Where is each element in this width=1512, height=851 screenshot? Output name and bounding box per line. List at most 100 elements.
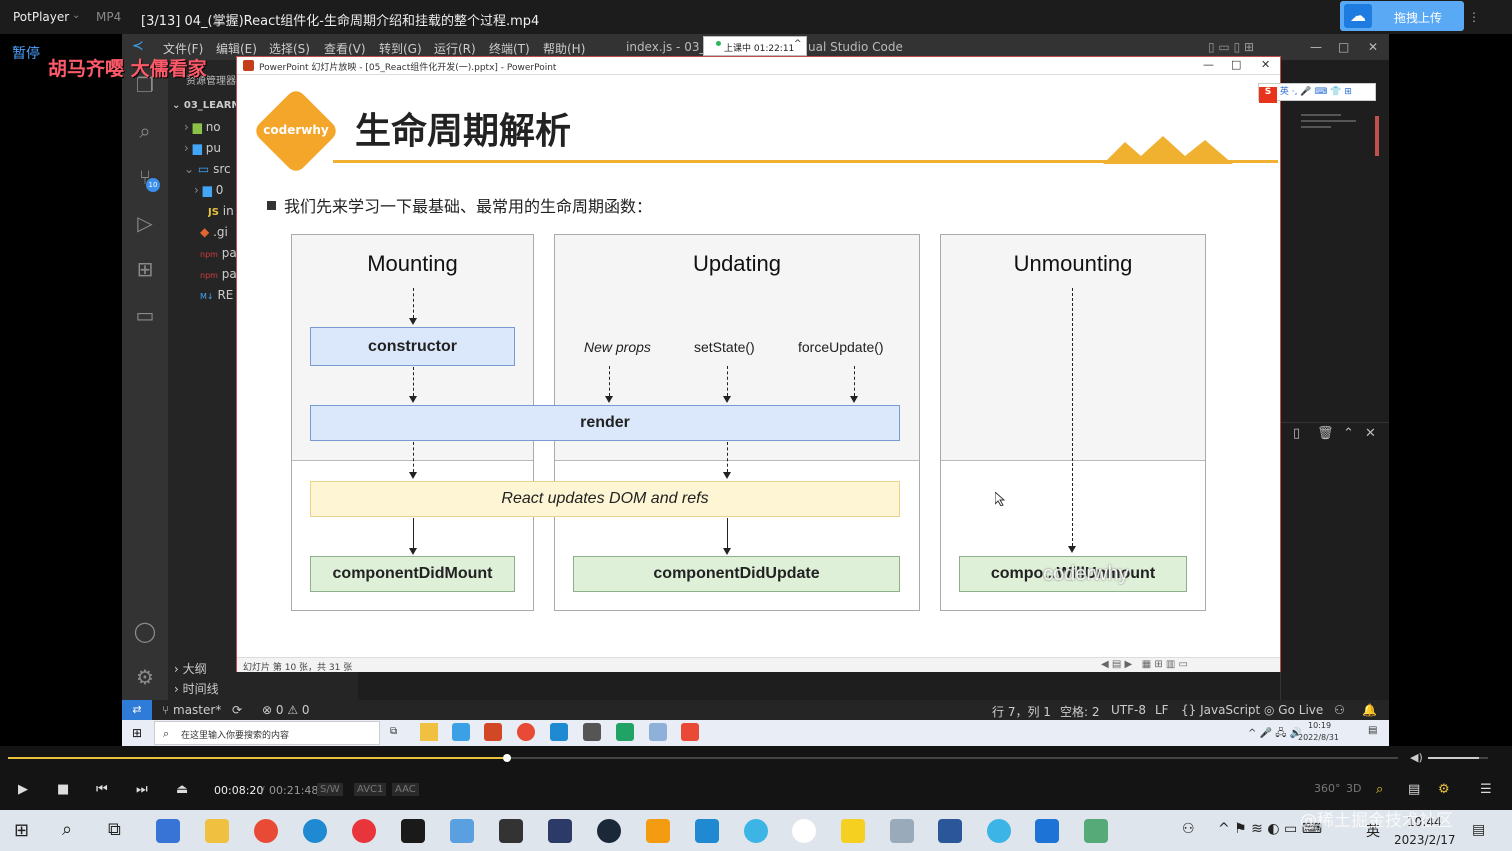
devcpp-app-icon[interactable] xyxy=(548,819,572,843)
menu-help[interactable]: 帮助(H) xyxy=(543,42,586,56)
app-icon[interactable] xyxy=(681,723,699,741)
tray-icons[interactable]: ^ ⚑ ≋ ◐ ▭ ⌨ xyxy=(1218,821,1322,837)
sync-icon[interactable]: ⟳ xyxy=(232,703,243,717)
problems-status[interactable]: ⊗ 0 ⚠ 0 xyxy=(262,703,310,717)
more-icon[interactable]: ⋮ xyxy=(1468,10,1480,24)
people-icon[interactable]: ⚇ xyxy=(1182,821,1195,837)
tree-item[interactable]: › ▆ pu xyxy=(184,141,221,155)
app-icon[interactable] xyxy=(452,723,470,741)
ime-toolbar[interactable]: S 英 ·, 🎤 ⌨ 👕 ⊞ xyxy=(1258,83,1376,103)
stop-icon[interactable]: ■ xyxy=(57,782,70,797)
app-icon[interactable] xyxy=(499,819,523,843)
golive-status[interactable]: ◎ Go Live xyxy=(1264,703,1324,717)
menu-edit[interactable]: 编辑(E) xyxy=(216,42,257,56)
360-icon[interactable]: 360° xyxy=(1314,782,1341,795)
store-app-icon[interactable] xyxy=(156,819,180,843)
remote-icon[interactable]: ⇄ xyxy=(122,700,152,720)
zoom-search-icon[interactable]: ⌕ xyxy=(1376,782,1384,797)
account-icon[interactable]: ◯ xyxy=(133,619,157,643)
sublime-app-icon[interactable] xyxy=(646,819,670,843)
minimap[interactable] xyxy=(1301,110,1371,160)
app-icon[interactable] xyxy=(890,819,914,843)
badge-sw[interactable]: S/W xyxy=(317,783,343,796)
app-icon[interactable] xyxy=(841,819,865,843)
seek-track[interactable] xyxy=(8,757,1398,759)
tree-item[interactable]: M↓ RE xyxy=(200,288,234,302)
next-icon[interactable]: ⏭ xyxy=(136,782,148,797)
menu-run[interactable]: 运行(R) xyxy=(434,42,476,56)
eol-status[interactable]: LF xyxy=(1155,703,1169,717)
settings-gear-icon[interactable]: ⚙ xyxy=(136,665,154,689)
tree-item[interactable]: npm pa xyxy=(200,246,237,260)
upload-button[interactable]: ☁ 拖拽上传 xyxy=(1340,1,1464,31)
menu-view[interactable]: 查看(V) xyxy=(324,42,366,56)
seek-bar[interactable]: ◀) xyxy=(0,746,1512,770)
3d-icon[interactable]: 3D xyxy=(1346,782,1362,795)
playlist-icon[interactable]: ▤ xyxy=(1408,782,1421,797)
pycharm-app-icon[interactable] xyxy=(401,819,425,843)
vscode-app-icon[interactable] xyxy=(550,723,568,741)
app-icon[interactable] xyxy=(450,819,474,843)
file-explorer-icon[interactable] xyxy=(205,819,229,843)
minimize-icon[interactable]: — xyxy=(1310,40,1322,54)
chrome-app-icon[interactable] xyxy=(254,819,278,843)
notification-icon[interactable]: ▤ xyxy=(1368,725,1378,736)
outline-section[interactable]: › 大纲 xyxy=(174,662,207,676)
tree-item[interactable]: JS in xyxy=(208,204,234,218)
extensions-icon[interactable]: ⊞ xyxy=(136,257,154,281)
cursor-position[interactable]: 行 7，列 1 xyxy=(992,705,1051,719)
app-icon[interactable] xyxy=(616,723,634,741)
brand-chevron-icon[interactable]: ⌄ xyxy=(72,10,81,21)
previous-icon[interactable]: ⏮ xyxy=(96,782,108,797)
clock-time[interactable]: 10:44 xyxy=(1407,815,1442,829)
trash-icon[interactable]: 🗑 xyxy=(1317,426,1334,441)
run-debug-icon[interactable]: ▷ xyxy=(137,211,153,235)
chevron-up-icon[interactable]: ^ xyxy=(794,39,802,49)
app-icon[interactable] xyxy=(649,723,667,741)
seek-handle[interactable] xyxy=(503,754,511,762)
menu-icon[interactable]: ☰ xyxy=(1480,782,1492,797)
close-icon[interactable]: ✕ xyxy=(1368,40,1379,54)
tree-item[interactable]: ⌄ ▭ src xyxy=(184,162,231,176)
badge-codec[interactable]: AVC1 xyxy=(354,783,387,796)
explorer-app-icon[interactable] xyxy=(420,723,438,741)
account-status-icon[interactable]: ⚇ xyxy=(1334,703,1345,717)
tree-item[interactable]: › ▆ 0 xyxy=(194,183,224,197)
view-controls-icon[interactable]: ◀ ▤ ▶ ▦ ⊞ ▥ ▭ xyxy=(1101,659,1188,670)
translate-app-icon[interactable] xyxy=(987,819,1011,843)
clock-date[interactable]: 2023/2/17 xyxy=(1394,833,1456,847)
settings-gear-icon[interactable]: ⚙ xyxy=(1438,782,1450,797)
maximize-icon[interactable]: □ xyxy=(1338,40,1350,54)
play-icon[interactable]: ▶ xyxy=(18,782,28,797)
eject-icon[interactable]: ⏏ xyxy=(176,782,189,797)
layout-icons[interactable]: ▯ ▭ ▯ ⊞ xyxy=(1208,40,1255,54)
search-icon[interactable]: ⌕ xyxy=(62,819,73,840)
word-app-icon[interactable] xyxy=(938,819,962,843)
folder-root[interactable]: ⌄ 03_LEARN xyxy=(172,100,240,111)
branch-status[interactable]: ⑂ master* xyxy=(162,703,222,717)
inner-search-box[interactable]: ⌕ 在这里输入你要搜索的内容 xyxy=(154,721,380,745)
netease-app-icon[interactable] xyxy=(352,819,376,843)
volume-icon[interactable]: ◀) xyxy=(1410,751,1423,764)
explorer-icon[interactable]: ❐ xyxy=(136,73,154,97)
maximize-icon[interactable]: □ xyxy=(1231,58,1242,71)
powerpoint-app-icon[interactable] xyxy=(484,723,502,741)
minimize-icon[interactable]: — xyxy=(1203,58,1214,71)
badge-audio[interactable]: AAC xyxy=(392,783,419,796)
search-icon[interactable]: ⌕ xyxy=(139,119,151,143)
menu-go[interactable]: 转到(G) xyxy=(379,42,422,56)
app-icon[interactable] xyxy=(1084,819,1108,843)
menu-terminal[interactable]: 终端(T) xyxy=(489,42,530,56)
vscode-app-icon[interactable] xyxy=(695,819,719,843)
player-brand[interactable]: PotPlayer xyxy=(13,10,70,24)
close-icon[interactable]: ✕ xyxy=(1261,58,1271,71)
task-view-icon[interactable]: ⧉ xyxy=(108,819,121,840)
split-panel-icon[interactable]: ▯ xyxy=(1293,426,1301,441)
windows-start-icon[interactable]: ⊞ xyxy=(14,820,30,841)
tray-icons[interactable]: ^ 🎤 🖧 🔊 xyxy=(1248,728,1302,739)
menu-selection[interactable]: 选择(S) xyxy=(269,42,310,56)
language-status[interactable]: {} JavaScript xyxy=(1181,703,1261,717)
windows-start-icon[interactable]: ⊞ xyxy=(132,726,143,740)
steam-app-icon[interactable] xyxy=(597,819,621,843)
tree-item[interactable]: ◆ .gi xyxy=(200,225,228,239)
